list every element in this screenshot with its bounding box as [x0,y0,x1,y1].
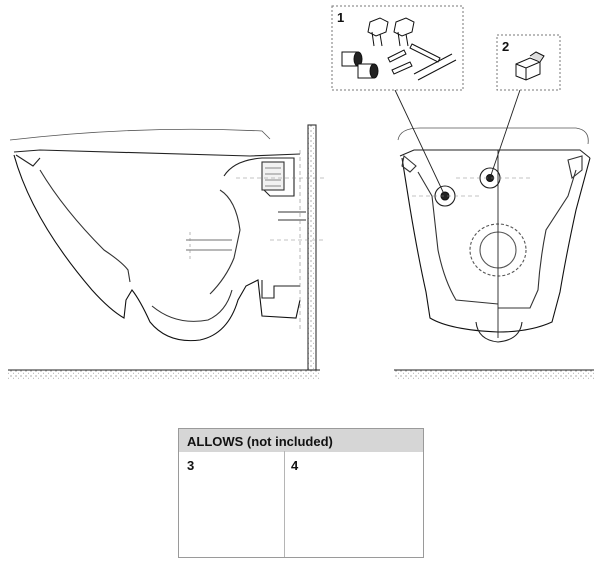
leader-line-1 [394,89,446,197]
callout-number-3: 3 [187,458,195,473]
wall [307,124,317,371]
allows-header: ALLOWS (not included) [179,429,423,452]
callout-number-1: 1 [337,10,345,25]
floor-left [8,370,320,380]
adapter-icon [496,34,561,91]
allows-divider [284,451,285,557]
callout-number-2: 2 [502,39,510,54]
leader-line-2 [489,89,521,179]
floor-right [394,370,594,380]
allows-title: ALLOWS (not included) [187,434,333,449]
side-view-toilet [9,124,326,371]
callout-number-4: 4 [291,458,299,473]
rear-view-toilet [397,127,591,343]
fixing-kit-icon [331,5,464,91]
allows-panel: ALLOWS (not included) [178,428,424,558]
